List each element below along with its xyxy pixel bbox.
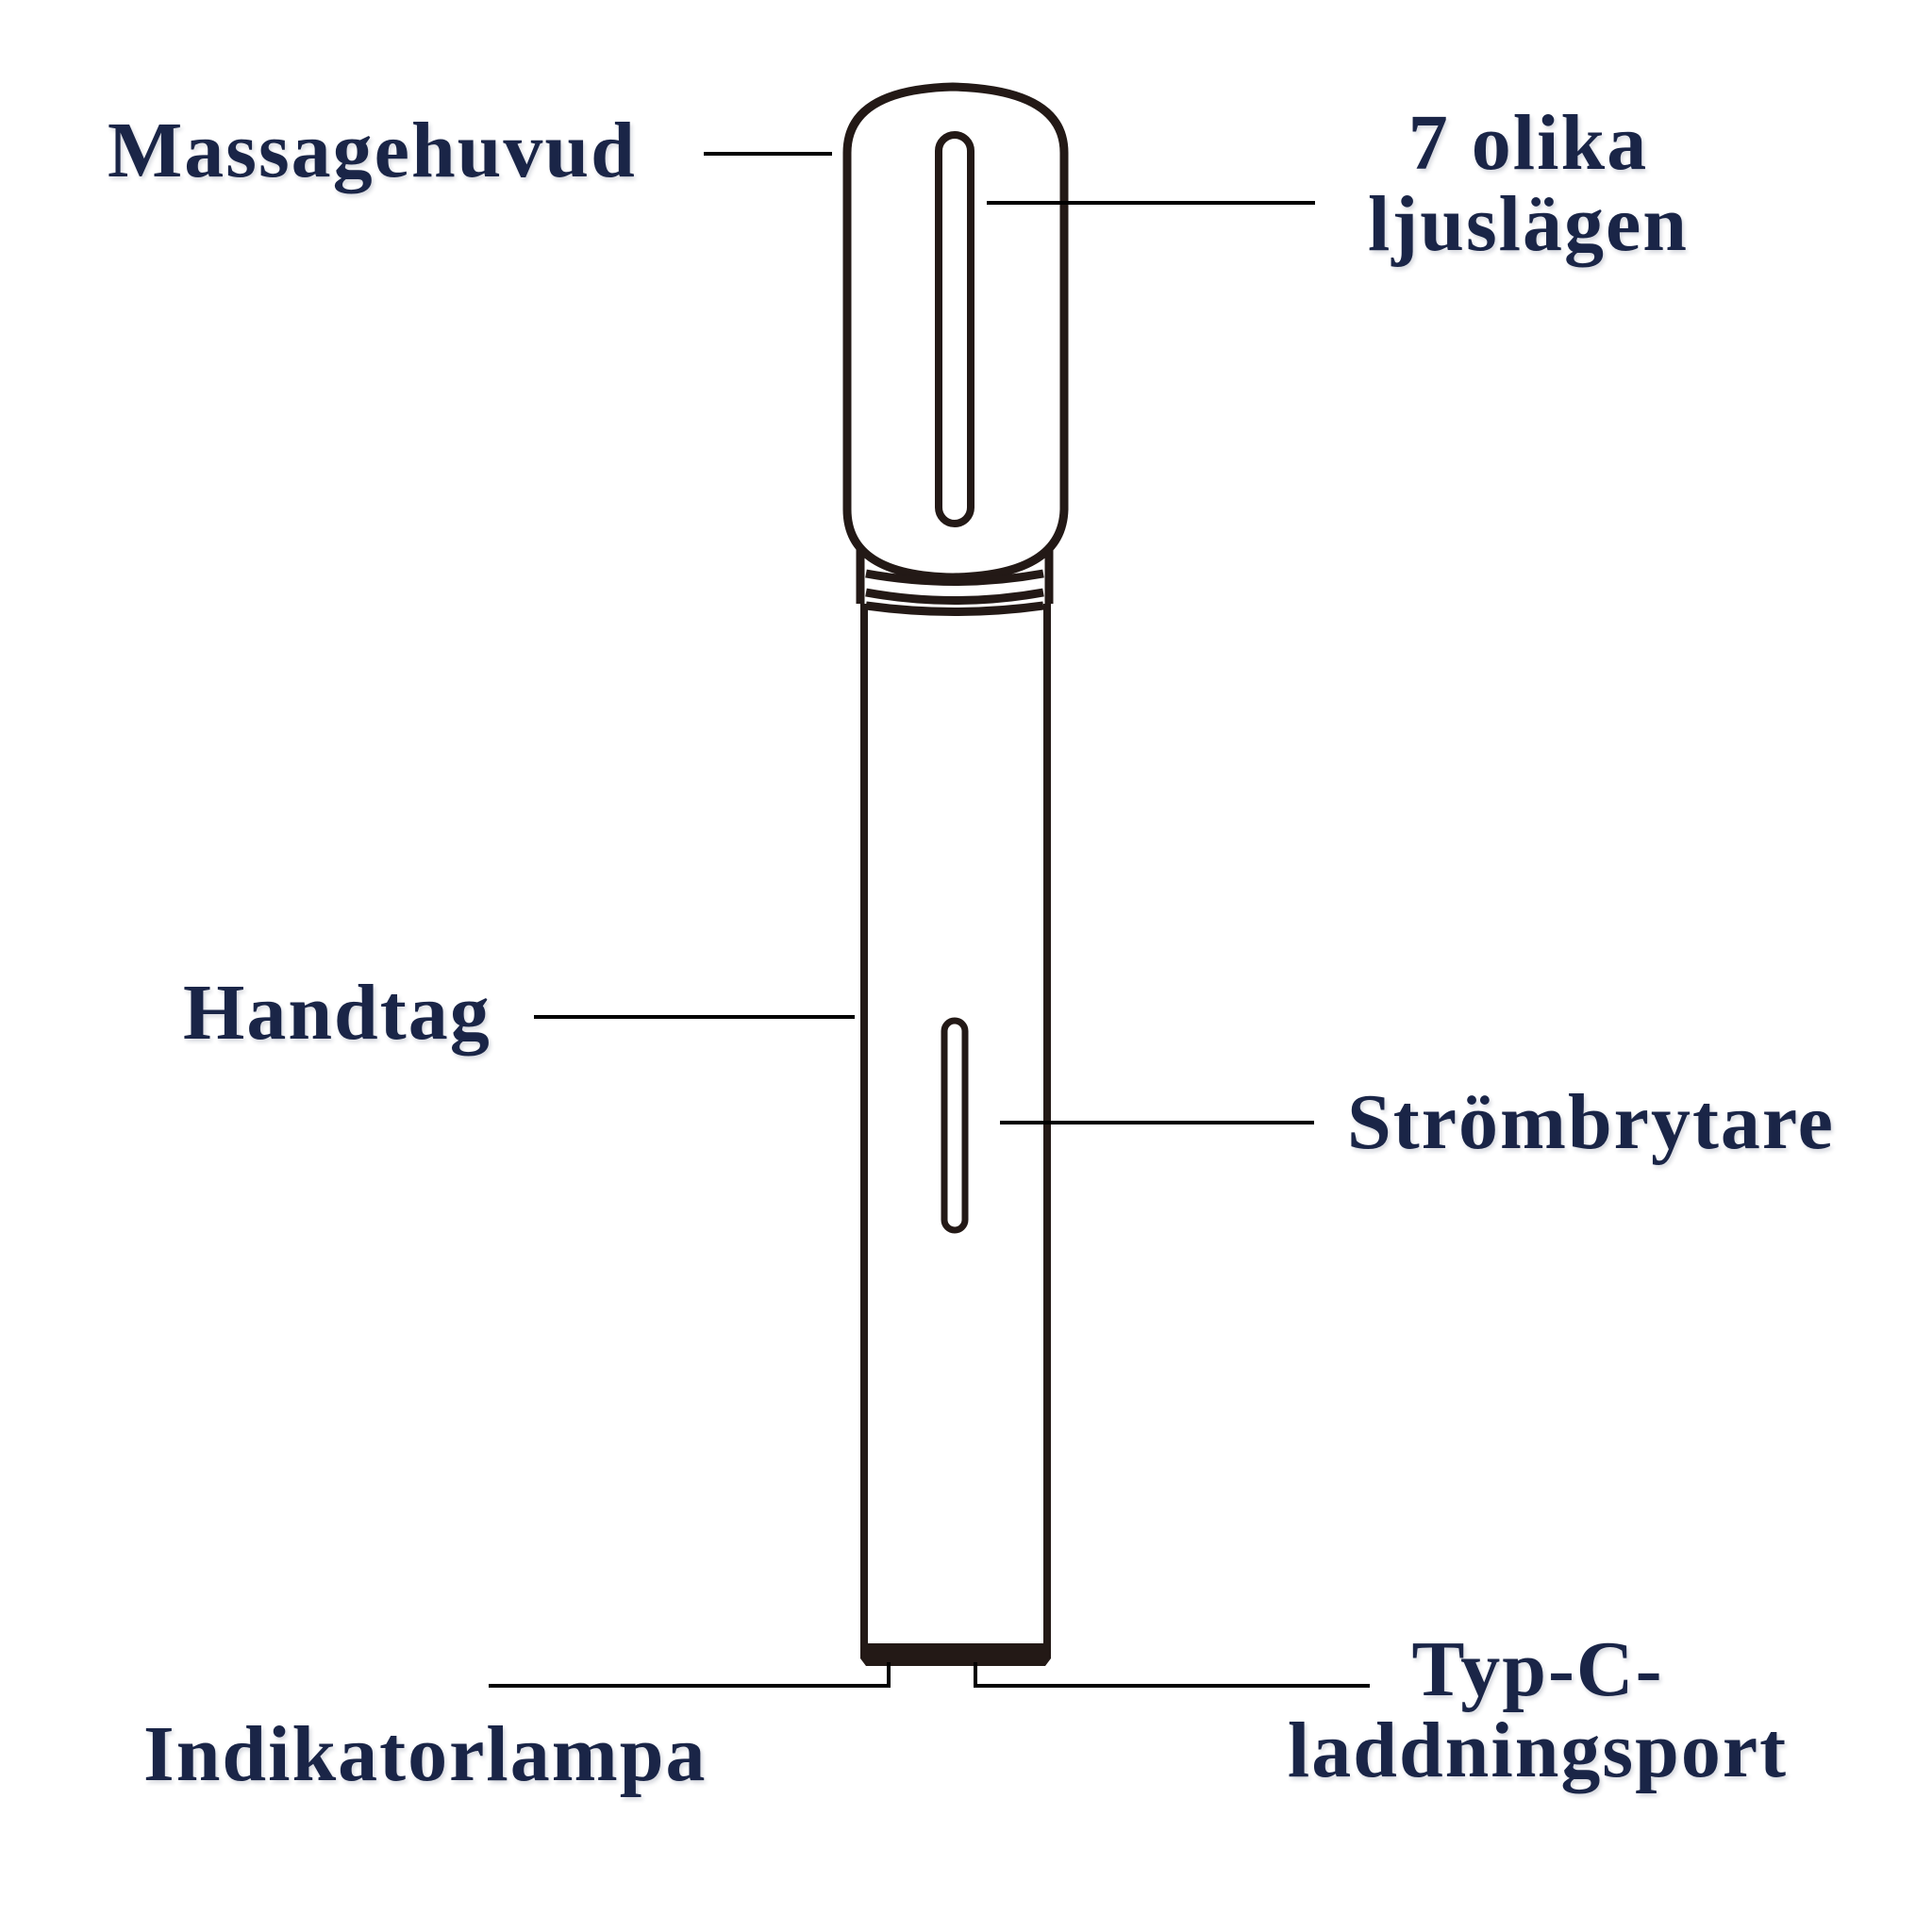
- leader-indicator-lamp: [489, 1662, 891, 1688]
- label-light-modes-line2: ljuslägen: [1367, 180, 1690, 268]
- label-handle: Handtag: [183, 969, 491, 1057]
- label-charging-port-line2: laddningsport: [1287, 1707, 1789, 1794]
- leader-lines: [489, 152, 1370, 1688]
- leader-charging-port: [974, 1662, 1370, 1688]
- bottom-cap-shape: [860, 1643, 1051, 1666]
- power-switch-shape: [941, 1017, 969, 1234]
- label-light-modes-line1: 7 olika: [1407, 99, 1649, 187]
- light-slot-shape: [935, 131, 974, 527]
- label-charging-port-line1: Typ-C-: [1411, 1625, 1664, 1713]
- label-massage-head: Massagehuvud: [108, 107, 637, 194]
- label-power-switch: Strömbrytare: [1347, 1078, 1835, 1166]
- handle-shape: [860, 604, 1051, 1653]
- label-indicator-lamp: Indikatorlampa: [143, 1710, 708, 1798]
- neck-rings-shape: [856, 549, 1054, 616]
